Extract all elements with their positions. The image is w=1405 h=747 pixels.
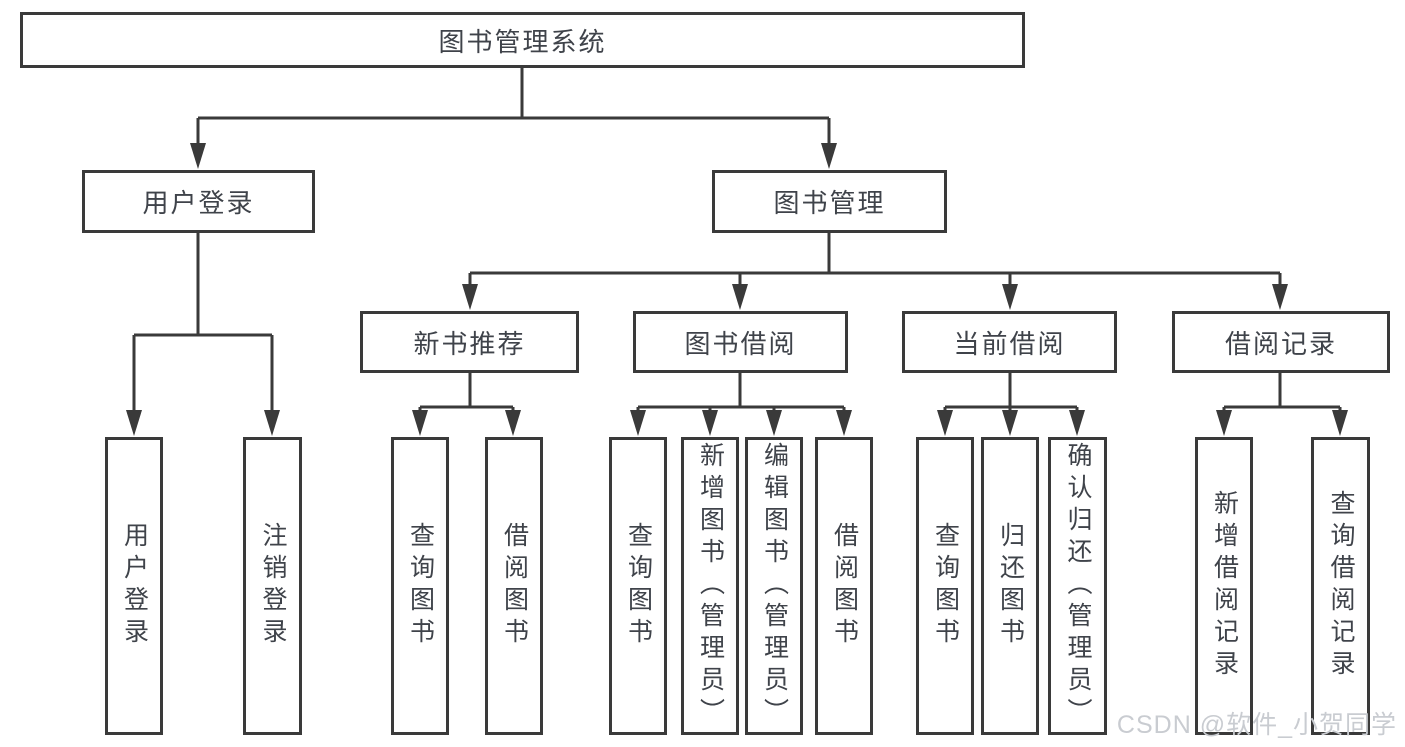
- leaf-cb-confirm-return-admin: 确认归还（管理员）: [1048, 437, 1107, 735]
- leaf-bb-query-books: 查询图书: [609, 437, 667, 735]
- node-current-borrow: 当前借阅: [902, 311, 1117, 373]
- node-label: 图书借阅: [684, 328, 797, 359]
- leaf-bb-edit-books-admin: 编辑图书（管理员）: [745, 437, 803, 735]
- node-label: 用户登录: [142, 188, 255, 218]
- leaf-label: 用户登录: [120, 522, 149, 650]
- leaf-label: 新增图书（管理员）: [696, 442, 725, 730]
- connector-borrow-record: [1216, 373, 1348, 436]
- connector-user-login: [126, 233, 280, 436]
- node-label: 当前借阅: [953, 328, 1066, 359]
- leaf-label: 借阅图书: [500, 522, 529, 650]
- leaf-label: 归还图书: [996, 522, 1025, 650]
- leaf-br-add-record: 新增借阅记录: [1195, 437, 1253, 735]
- leaf-label: 查询图书: [406, 522, 435, 650]
- leaf-user-login: 用户登录: [105, 437, 163, 735]
- leaf-label: 新增借阅记录: [1210, 490, 1239, 682]
- leaf-bb-add-books-admin: 新增图书（管理员）: [681, 437, 739, 735]
- leaf-cb-return-books: 归还图书: [981, 437, 1039, 735]
- connector-book-borrow: [630, 373, 852, 436]
- leaf-nbr-query-books: 查询图书: [391, 437, 449, 735]
- connector-book-management: [462, 233, 1288, 310]
- node-new-book-recommend: 新书推荐: [360, 311, 579, 373]
- connector-current-borrow: [937, 373, 1085, 436]
- csdn-watermark: CSDN @软件_小贺同学: [1116, 711, 1397, 739]
- leaf-bb-borrow-books: 借阅图书: [815, 437, 873, 735]
- leaf-label: 确认归还（管理员）: [1064, 442, 1092, 730]
- leaf-label: 查询图书: [624, 522, 653, 650]
- leaf-br-query-record: 查询借阅记录: [1311, 437, 1370, 735]
- node-label: 新书推荐: [413, 328, 526, 359]
- node-label: 图书管理: [773, 188, 886, 218]
- leaf-label: 查询图书: [931, 522, 960, 650]
- leaf-label: 查询借阅记录: [1327, 490, 1355, 682]
- node-borrow-record: 借阅记录: [1172, 311, 1390, 373]
- node-label: 借阅记录: [1224, 328, 1337, 359]
- node-book-borrow: 图书借阅: [633, 311, 848, 373]
- connector-new-book-recommend: [412, 373, 521, 436]
- leaf-label: 借阅图书: [830, 522, 859, 650]
- leaf-label: 编辑图书（管理员）: [760, 442, 789, 730]
- node-book-management: 图书管理: [712, 170, 947, 233]
- node-user-login-branch: 用户登录: [82, 170, 315, 233]
- leaf-label: 注销登录: [259, 522, 287, 650]
- node-label: 图书管理系统: [438, 26, 607, 57]
- node-library-system: 图书管理系统: [20, 12, 1025, 68]
- leaf-nbr-borrow-books: 借阅图书: [485, 437, 543, 735]
- connector-root: [190, 66, 837, 169]
- leaf-logout: 注销登录: [243, 437, 302, 735]
- leaf-cb-query-books: 查询图书: [916, 437, 974, 735]
